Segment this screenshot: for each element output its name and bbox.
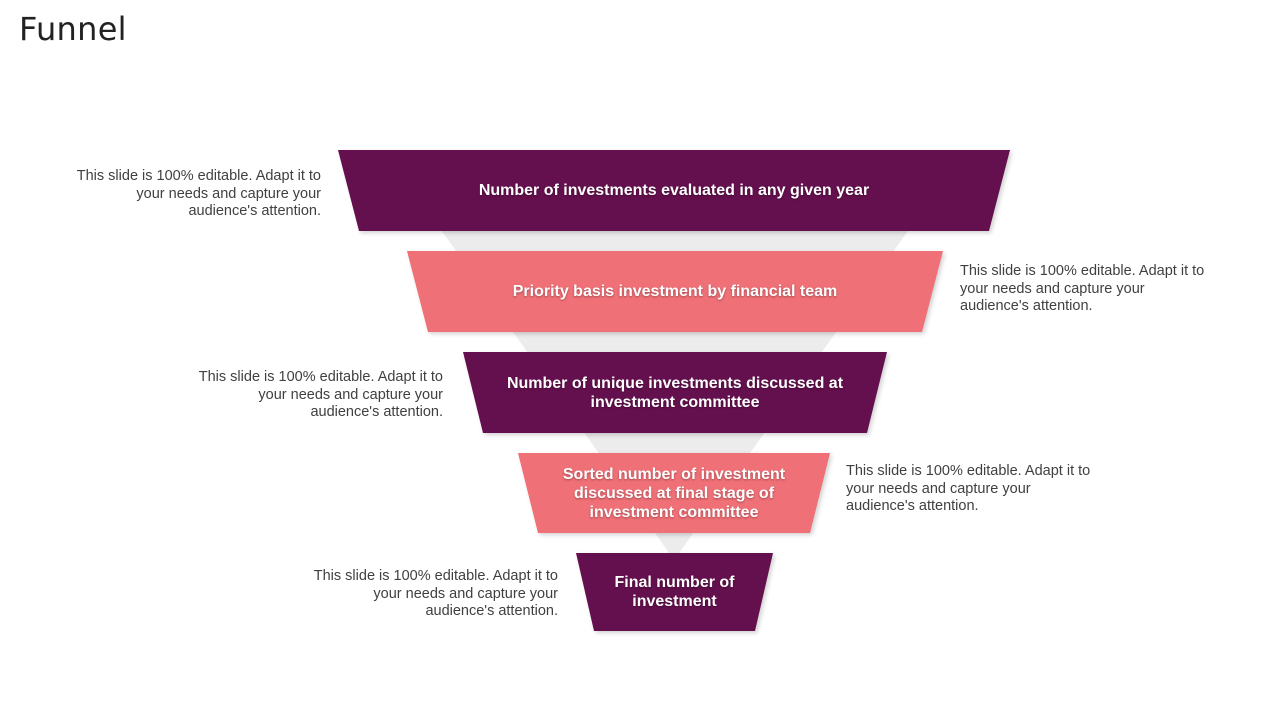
funnel-stage-2-shape xyxy=(407,251,943,332)
funnel-stage-5-label: Final number of investment xyxy=(614,574,735,610)
funnel-stage-4-label: Sorted number of investment discussed at… xyxy=(562,465,786,521)
funnel-stage-5-polygon xyxy=(576,553,773,631)
funnel-stage-4: Sorted number of investment discussed at… xyxy=(518,453,830,533)
funnel-stage-4-polygon xyxy=(518,453,830,533)
stage-2-note: This slide is 100% editable. Adapt it to… xyxy=(960,263,1205,314)
stage-5-note: This slide is 100% editable. Adapt it to… xyxy=(313,568,558,619)
funnel-stage-3-label: Number of unique investments discussed a… xyxy=(506,374,844,411)
funnel-stage-5-shape xyxy=(576,553,773,631)
slide-title: Funnel xyxy=(19,10,127,48)
funnel-stage-1-shape xyxy=(338,150,1010,231)
funnel-stage-3: Number of unique investments discussed a… xyxy=(463,352,887,433)
funnel-stage-1-label: Number of investments evaluated in any g… xyxy=(478,182,870,199)
stage-3-note: This slide is 100% editable. Adapt it to… xyxy=(198,369,443,420)
funnel-stage-2: Priority basis investment by financial t… xyxy=(407,251,943,332)
funnel-stage-1: Number of investments evaluated in any g… xyxy=(338,150,1010,231)
funnel-stage-2-polygon xyxy=(407,251,943,332)
funnel-stage-2-label: Priority basis investment by financial t… xyxy=(512,283,838,300)
stage-1-note: This slide is 100% editable. Adapt it to… xyxy=(76,168,321,219)
funnel-stage-4-shape xyxy=(518,453,830,533)
funnel-stage-3-shape xyxy=(463,352,887,433)
funnel-stage-5: Final number of investment xyxy=(576,553,773,631)
funnel-stage-1-polygon xyxy=(338,150,1010,231)
stage-4-note: This slide is 100% editable. Adapt it to… xyxy=(846,463,1091,514)
funnel-stage-3-polygon xyxy=(463,352,887,433)
